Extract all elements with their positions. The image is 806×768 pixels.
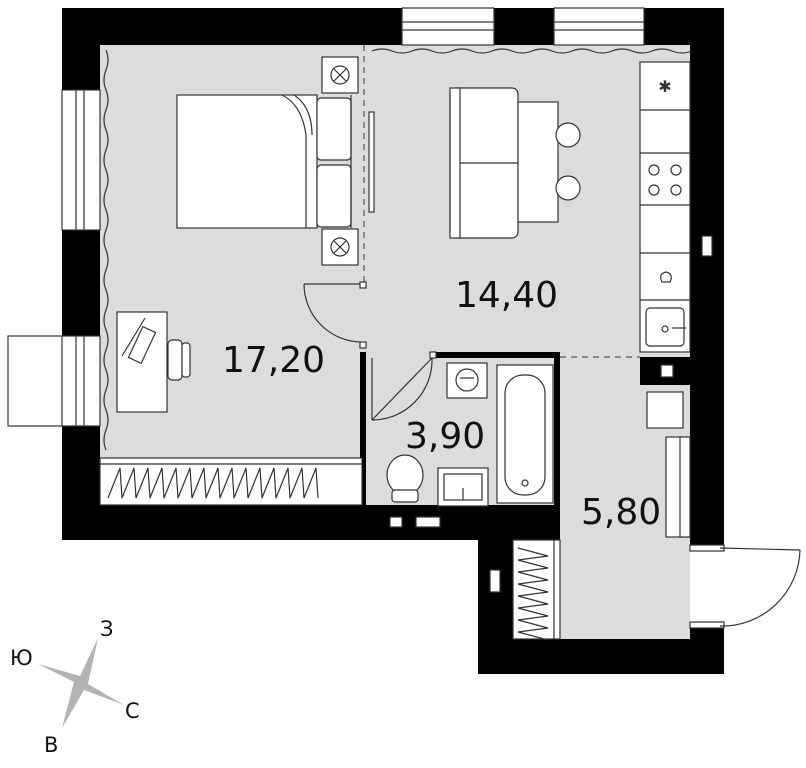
compass-rose: З Ю С В <box>10 617 140 757</box>
water-drop-icon <box>660 271 672 283</box>
pillow-2 <box>316 164 352 228</box>
compass-north: С <box>125 699 140 723</box>
curtain-left <box>103 49 109 451</box>
laptop <box>127 325 157 365</box>
bathroom-fixtures <box>371 351 554 507</box>
bedroom-door[interactable] <box>303 281 367 349</box>
partition-bath-top <box>432 352 560 358</box>
balcony-left <box>7 335 65 427</box>
tv-panel <box>368 111 375 213</box>
area-label-hallway: 5,80 <box>581 492 661 533</box>
partition-bath-right <box>554 352 560 507</box>
wall-bottom-left <box>62 505 560 540</box>
window-left-2 <box>61 335 101 427</box>
pillow-1 <box>316 97 352 161</box>
area-label-living: 14,40 <box>455 275 558 316</box>
curtain-top <box>371 48 693 54</box>
hall-cabinet <box>646 391 684 429</box>
wall-left <box>62 8 100 540</box>
toilet <box>386 454 424 496</box>
area-label-bedroom: 17,20 <box>222 340 325 381</box>
bed <box>176 94 318 229</box>
dining-table <box>517 101 559 223</box>
window-left-1 <box>61 89 101 231</box>
chair-2 <box>555 175 581 201</box>
walls <box>62 8 724 674</box>
bathroom-door[interactable] <box>371 351 437 421</box>
compass-star-icon <box>38 638 124 728</box>
fridge-icon: ✱ <box>658 77 671 96</box>
bedroom-furniture <box>99 56 363 506</box>
hob-icon <box>648 164 660 176</box>
compass-east: В <box>44 733 58 757</box>
hallway-furniture <box>512 391 691 641</box>
washing-machine <box>446 362 488 399</box>
area-label-bathroom: 3,90 <box>405 416 485 457</box>
entrance-door[interactable] <box>689 544 801 629</box>
partition-bath-left <box>360 352 366 507</box>
window-top-1 <box>401 7 495 46</box>
wardrobe <box>99 457 363 506</box>
window-top-2 <box>553 7 645 46</box>
living-furniture: ✱ <box>449 61 691 353</box>
sink <box>645 307 685 347</box>
compass-west: З <box>100 617 113 641</box>
chair-1 <box>555 122 581 148</box>
wall-right-upper <box>690 8 724 548</box>
windows <box>7 7 693 451</box>
wall-hall-bottom <box>478 639 724 674</box>
desk-chair <box>167 339 183 381</box>
compass-south: Ю <box>10 646 33 670</box>
